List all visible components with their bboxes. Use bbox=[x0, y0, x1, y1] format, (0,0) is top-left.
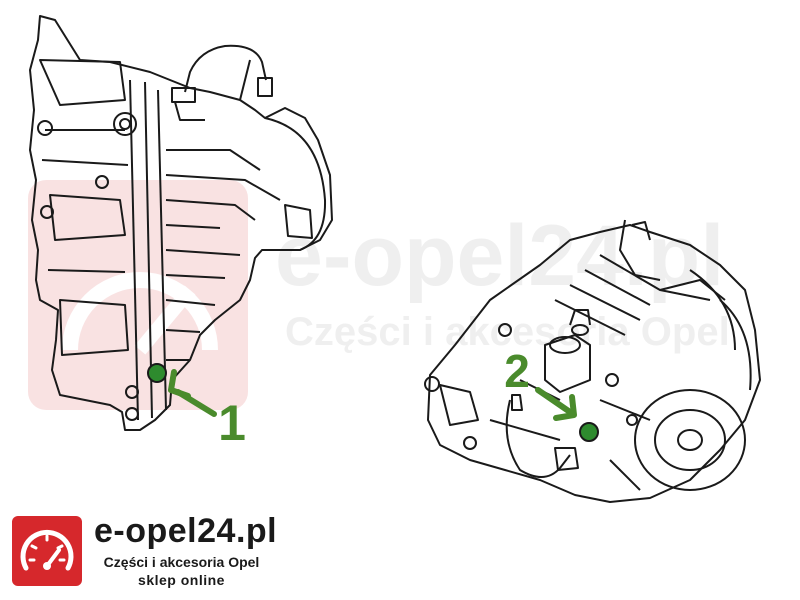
gearbox-iso-view bbox=[424, 219, 761, 503]
gearbox-side-view bbox=[29, 15, 333, 431]
brand-logo: e-opel24.pl Części i akcesoria Opel skle… bbox=[12, 512, 312, 590]
brand-name: e-opel24.pl bbox=[94, 512, 278, 550]
speedometer-icon bbox=[12, 516, 82, 586]
plug-2-marker bbox=[579, 422, 599, 442]
watermark-site: e-opel24.pl bbox=[275, 208, 724, 304]
callout-arrow-2 bbox=[535, 387, 577, 421]
watermark-tagline: Części i akcesoria Opel bbox=[285, 310, 730, 354]
watermark-logo-mark bbox=[28, 180, 248, 410]
callout-arrow-1 bbox=[168, 369, 217, 417]
brand-subline: sklep online bbox=[138, 572, 225, 588]
plug-1-marker bbox=[147, 363, 167, 383]
callout-number-2: 2 bbox=[504, 345, 530, 397]
brand-tagline: Części i akcesoria Opel bbox=[103, 554, 260, 570]
callout-number-1: 1 bbox=[218, 395, 246, 451]
